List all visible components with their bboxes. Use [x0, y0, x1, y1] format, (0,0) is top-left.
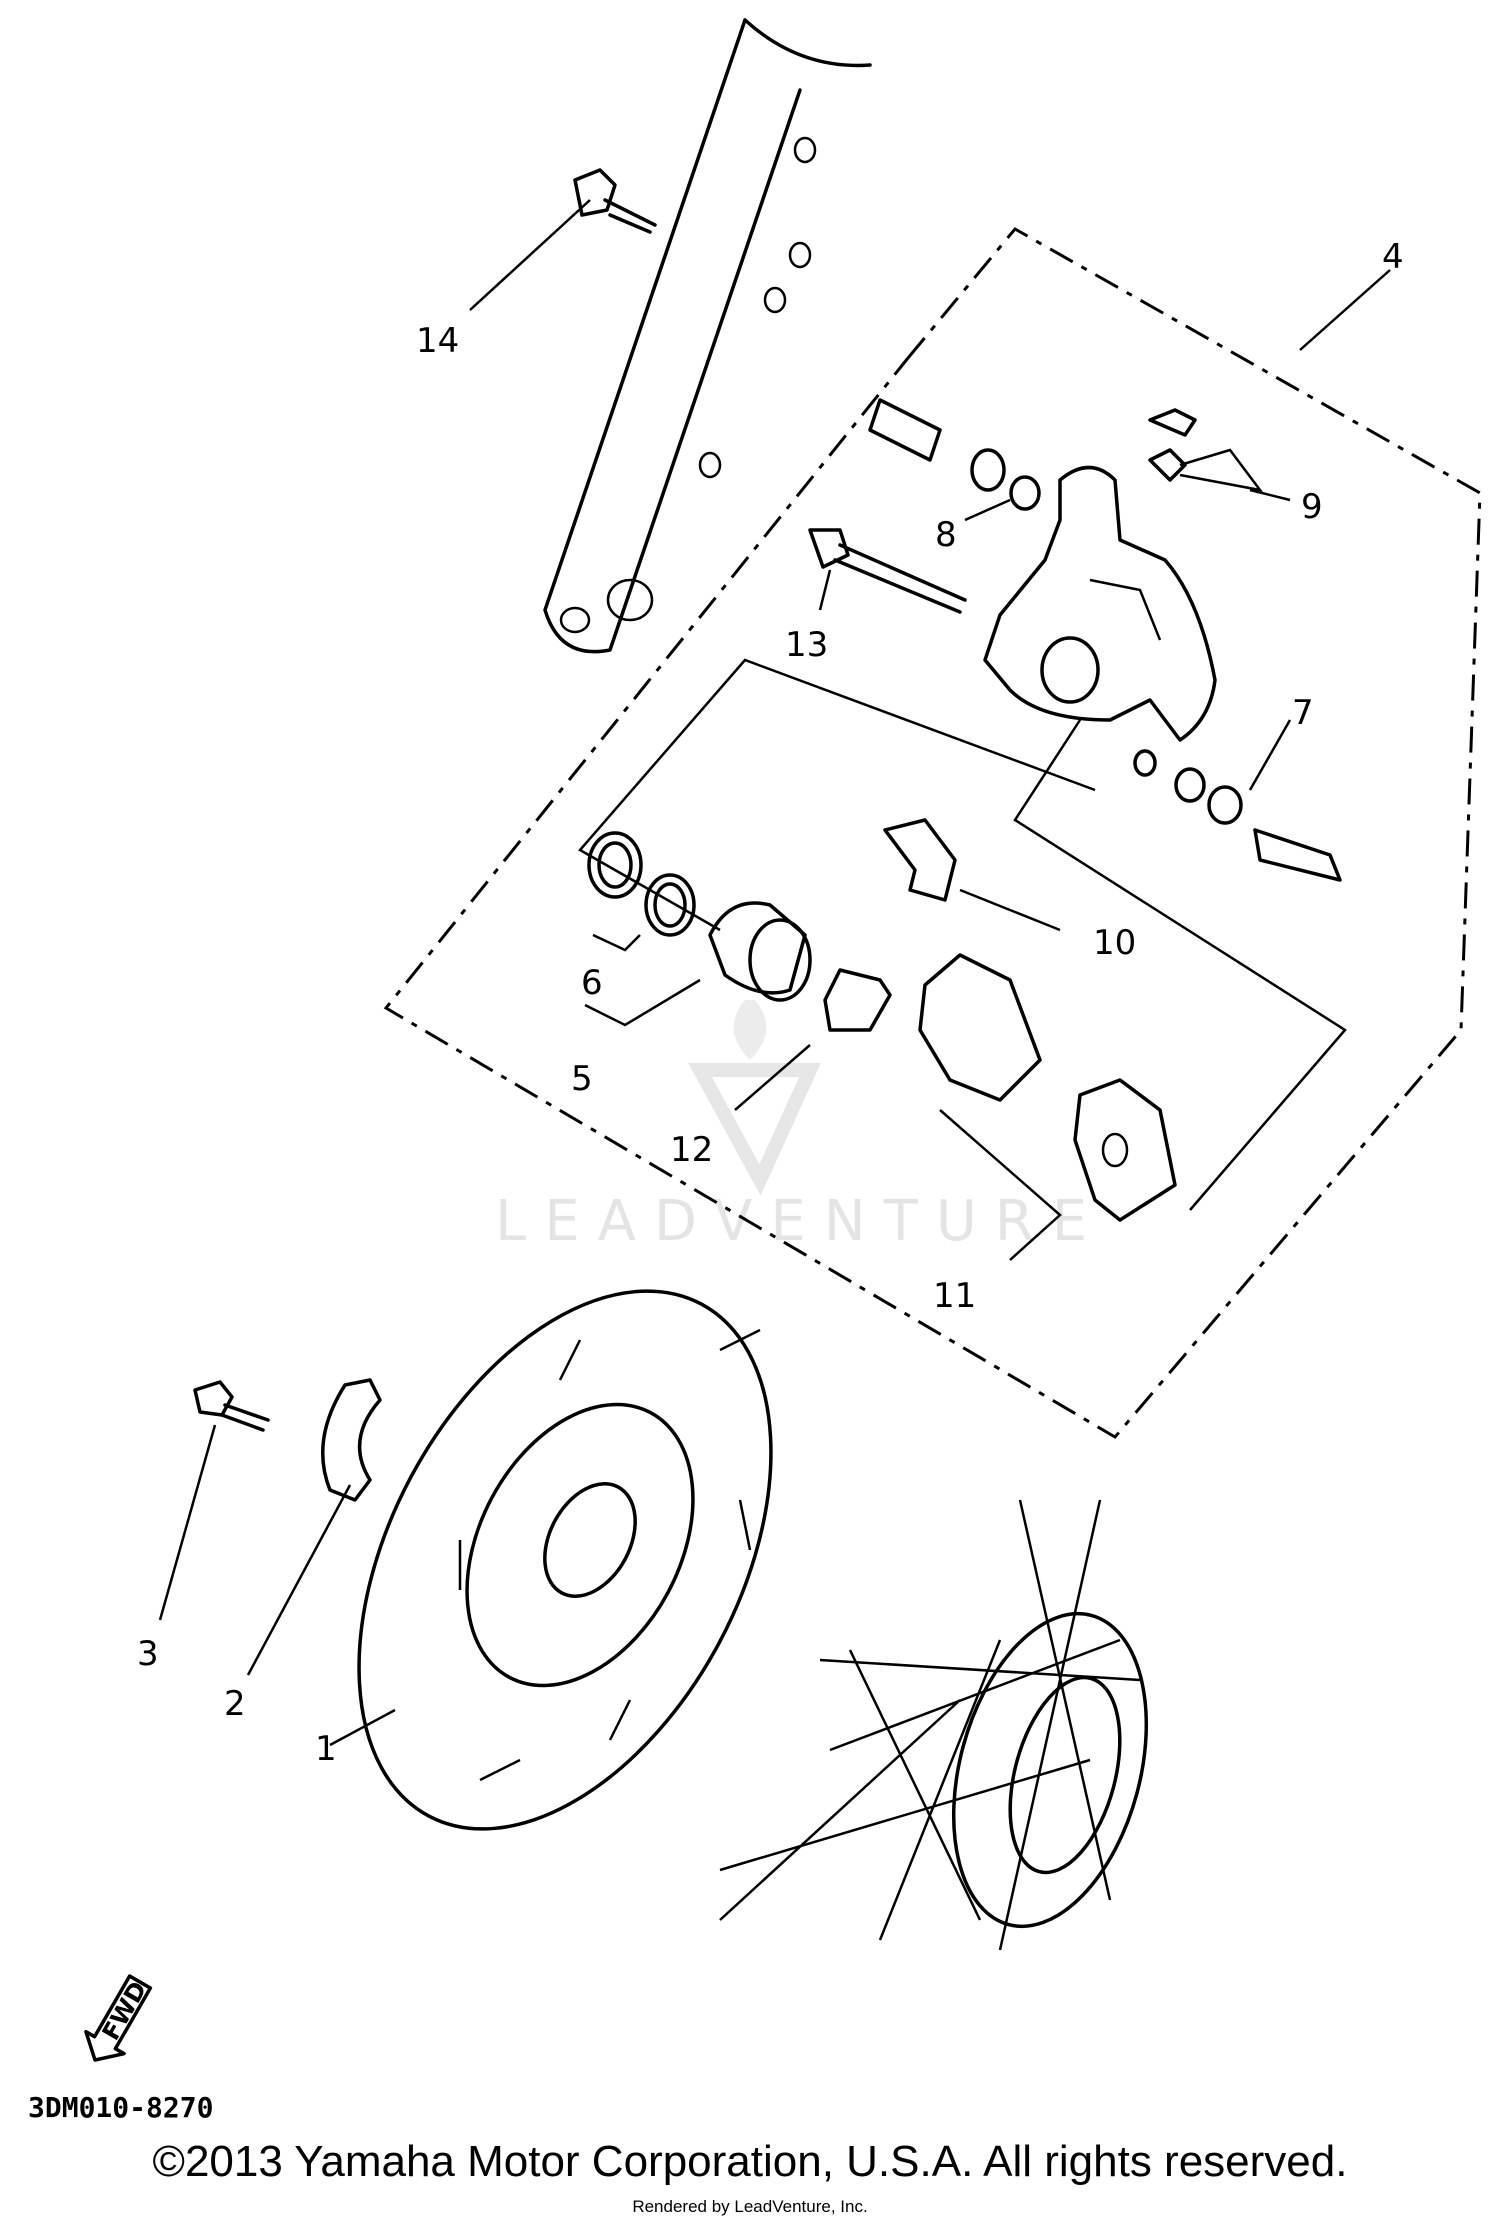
copyright-notice: ©2013 Yamaha Motor Corporation, U.S.A. A… — [152, 2137, 1348, 2186]
callout-5: 5 — [571, 1059, 593, 1099]
callout-12: 12 — [670, 1130, 713, 1170]
watermark: LEADVENTURE — [495, 1000, 1105, 1254]
piston-seals-6 — [584, 831, 701, 1027]
callout-13: 13 — [785, 625, 828, 665]
callout-11: 11 — [933, 1276, 976, 1316]
svg-text:FWD: FWD — [97, 1977, 153, 2045]
bolt-14 — [573, 168, 657, 234]
svg-text:LEADVENTURE: LEADVENTURE — [495, 1189, 1105, 1254]
rendered-by-notice: Rendered by LeadVenture, Inc. — [632, 2197, 868, 2216]
diagram-code: 3DM010-8270 — [28, 2091, 214, 2124]
brake-pads-11 — [918, 953, 1177, 1261]
callout-6: 6 — [581, 963, 603, 1003]
slide-pin-lower-7 — [1133, 749, 1342, 882]
callout-10: 10 — [1093, 923, 1136, 963]
bolt-13 — [808, 528, 967, 614]
callout-1: 1 — [315, 1729, 337, 1769]
piston-5 — [708, 901, 812, 1002]
callout-14: 14 — [416, 321, 459, 361]
bolt-3 — [193, 1380, 270, 1432]
callout-labels: 1 2 3 4 5 6 7 8 9 10 11 12 13 14 — [137, 237, 1404, 1769]
pad-spring-12 — [734, 968, 892, 1111]
callout-2: 2 — [224, 1684, 246, 1724]
fork-leg — [543, 18, 872, 654]
callout-9: 9 — [1301, 487, 1323, 527]
forward-arrow-icon: FWD — [84, 1974, 153, 2062]
callout-3: 3 — [137, 1634, 159, 1674]
callout-7: 7 — [1292, 693, 1314, 733]
wheel-hub — [719, 1499, 1149, 1951]
caliper-body — [983, 465, 1217, 742]
pad-group-outline — [1013, 719, 1347, 1211]
lock-washer-2 — [320, 1378, 382, 1502]
bleed-screw-9 — [1148, 408, 1263, 492]
pad-support-10 — [883, 818, 1061, 932]
callout-8: 8 — [935, 515, 957, 555]
brake-disc — [357, 1289, 773, 1831]
caliper-assembly-outline — [383, 227, 1482, 1439]
leader-lines — [158, 199, 1391, 1747]
callout-4: 4 — [1382, 237, 1404, 277]
slide-pin-upper — [868, 398, 1041, 511]
